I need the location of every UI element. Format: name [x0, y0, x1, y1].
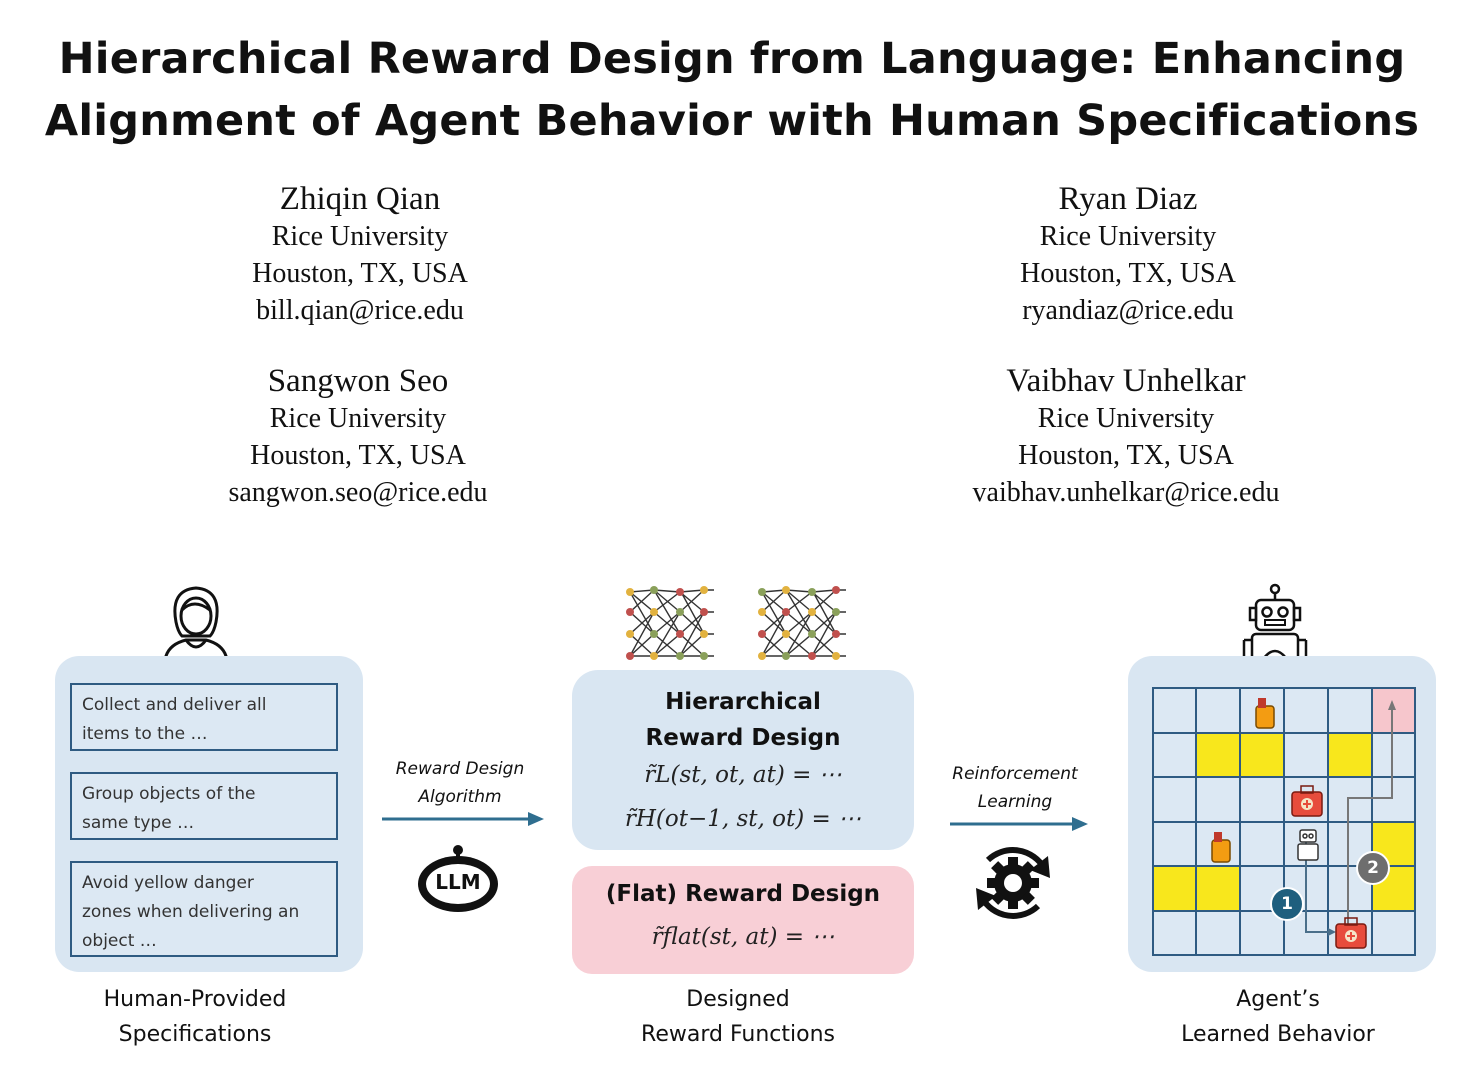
author-name: Vaibhav Unhelkar [1006, 363, 1246, 399]
spec-line: items to the … [82, 724, 208, 744]
author-location: Houston, TX, USA [1018, 440, 1234, 471]
flat-reward-formula: r̃flat(st, at) = ⋯ [651, 924, 835, 950]
spec-line: zones when delivering an [82, 902, 300, 922]
neural-network-icon [758, 586, 846, 660]
danger-zone [1328, 732, 1372, 777]
first-aid-kit-icon [1335, 917, 1367, 949]
specifications-caption: Human-Provided Specifications [60, 982, 330, 1052]
gear-cycle-icon [976, 847, 1050, 919]
arrow-right-icon [382, 812, 544, 826]
spec-line: object … [82, 931, 157, 951]
goal-cell [1372, 688, 1416, 733]
spec-line: Collect and deliver all [82, 695, 267, 715]
hierarchical-reward-panel [572, 670, 914, 850]
caption-line: Learned Behavior [1181, 1022, 1375, 1047]
label-line: Reward Design [395, 759, 525, 779]
llm-badge-text: LLM [435, 870, 481, 894]
author-block-3: Sangwon Seo Rice University Houston, TX,… [128, 362, 588, 511]
title-line: Reward Design [645, 725, 841, 751]
caption-line: Designed [686, 987, 790, 1012]
author-block-4: Vaibhav Unhelkar Rice University Houston… [896, 362, 1356, 511]
caption-line: Human-Provided [103, 987, 287, 1012]
caption-line: Agent’s [1236, 987, 1320, 1012]
high-level-reward-formula: r̃H(ot−1, st, ot) = ⋯ [624, 806, 862, 832]
path-marker-2: 2 [1356, 851, 1390, 885]
path-marker-1: 1 [1270, 887, 1304, 921]
spec-line: Avoid yellow danger [82, 873, 254, 893]
author-location: Houston, TX, USA [1020, 258, 1236, 289]
caption-line: Reward Functions [641, 1022, 835, 1047]
llm-icon: LLM [416, 844, 500, 914]
flat-reward-title: (Flat) Reward Design [605, 881, 881, 907]
designed-reward-caption: Designed Reward Functions [600, 982, 876, 1052]
author-institution: Rice University [1039, 221, 1217, 252]
title-line-2: Alignment of Agent Behavior with Human S… [44, 96, 1420, 146]
bag-icon [1211, 832, 1231, 863]
specification-box-3: Avoid yellow danger zones when deliverin… [70, 861, 338, 957]
label-line: Learning [977, 792, 1053, 812]
author-email[interactable]: vaibhav.unhelkar@rice.edu [972, 477, 1280, 508]
specification-box-1: Collect and deliver all items to the … [70, 683, 338, 751]
author-block-2: Ryan Diaz Rice University Houston, TX, U… [898, 180, 1358, 329]
spec-line: same type … [82, 813, 195, 833]
neural-network-icon [626, 586, 714, 660]
author-email[interactable]: ryandiaz@rice.edu [1022, 295, 1234, 326]
llm-robot-icon [418, 845, 498, 912]
author-name: Sangwon Seo [267, 363, 449, 399]
agent-robot-icon [1297, 829, 1319, 861]
specification-box-2: Group objects of the same type … [70, 772, 338, 840]
robot-icon [1242, 583, 1308, 676]
arrow-right-icon [950, 817, 1088, 831]
low-level-reward-formula: r̃L(st, ot, at) = ⋯ [644, 762, 842, 788]
author-email[interactable]: bill.qian@rice.edu [256, 295, 464, 326]
author-name: Ryan Diaz [1058, 181, 1198, 217]
agent-behavior-caption: Agent’s Learned Behavior [1140, 982, 1416, 1052]
flat-reward-panel [572, 866, 914, 974]
reward-design-algorithm-label: Reward Design Algorithm [380, 755, 540, 811]
spec-line: Group objects of the [82, 784, 256, 804]
label-line: Algorithm [418, 787, 502, 807]
author-institution: Rice University [1037, 403, 1215, 434]
title-line-1: Hierarchical Reward Design from Language… [58, 34, 1406, 84]
title-line: Hierarchical [665, 689, 821, 715]
bag-icon [1255, 698, 1275, 729]
paper-title: Hierarchical Reward Design from Language… [0, 28, 1464, 152]
author-name: Zhiqin Qian [279, 181, 441, 217]
author-location: Houston, TX, USA [252, 258, 468, 289]
author-location: Houston, TX, USA [250, 440, 466, 471]
reinforcement-learning-label: Reinforcement Learning [940, 760, 1090, 816]
author-email[interactable]: sangwon.seo@rice.edu [228, 477, 488, 508]
caption-line: Specifications [118, 1022, 272, 1047]
author-institution: Rice University [271, 221, 449, 252]
label-line: Reinforcement [952, 764, 1078, 784]
first-aid-kit-icon [1291, 785, 1323, 817]
author-institution: Rice University [269, 403, 447, 434]
hierarchical-reward-title: Hierarchical Reward Design [572, 684, 914, 756]
author-block-1: Zhiqin Qian Rice University Houston, TX,… [130, 180, 590, 329]
